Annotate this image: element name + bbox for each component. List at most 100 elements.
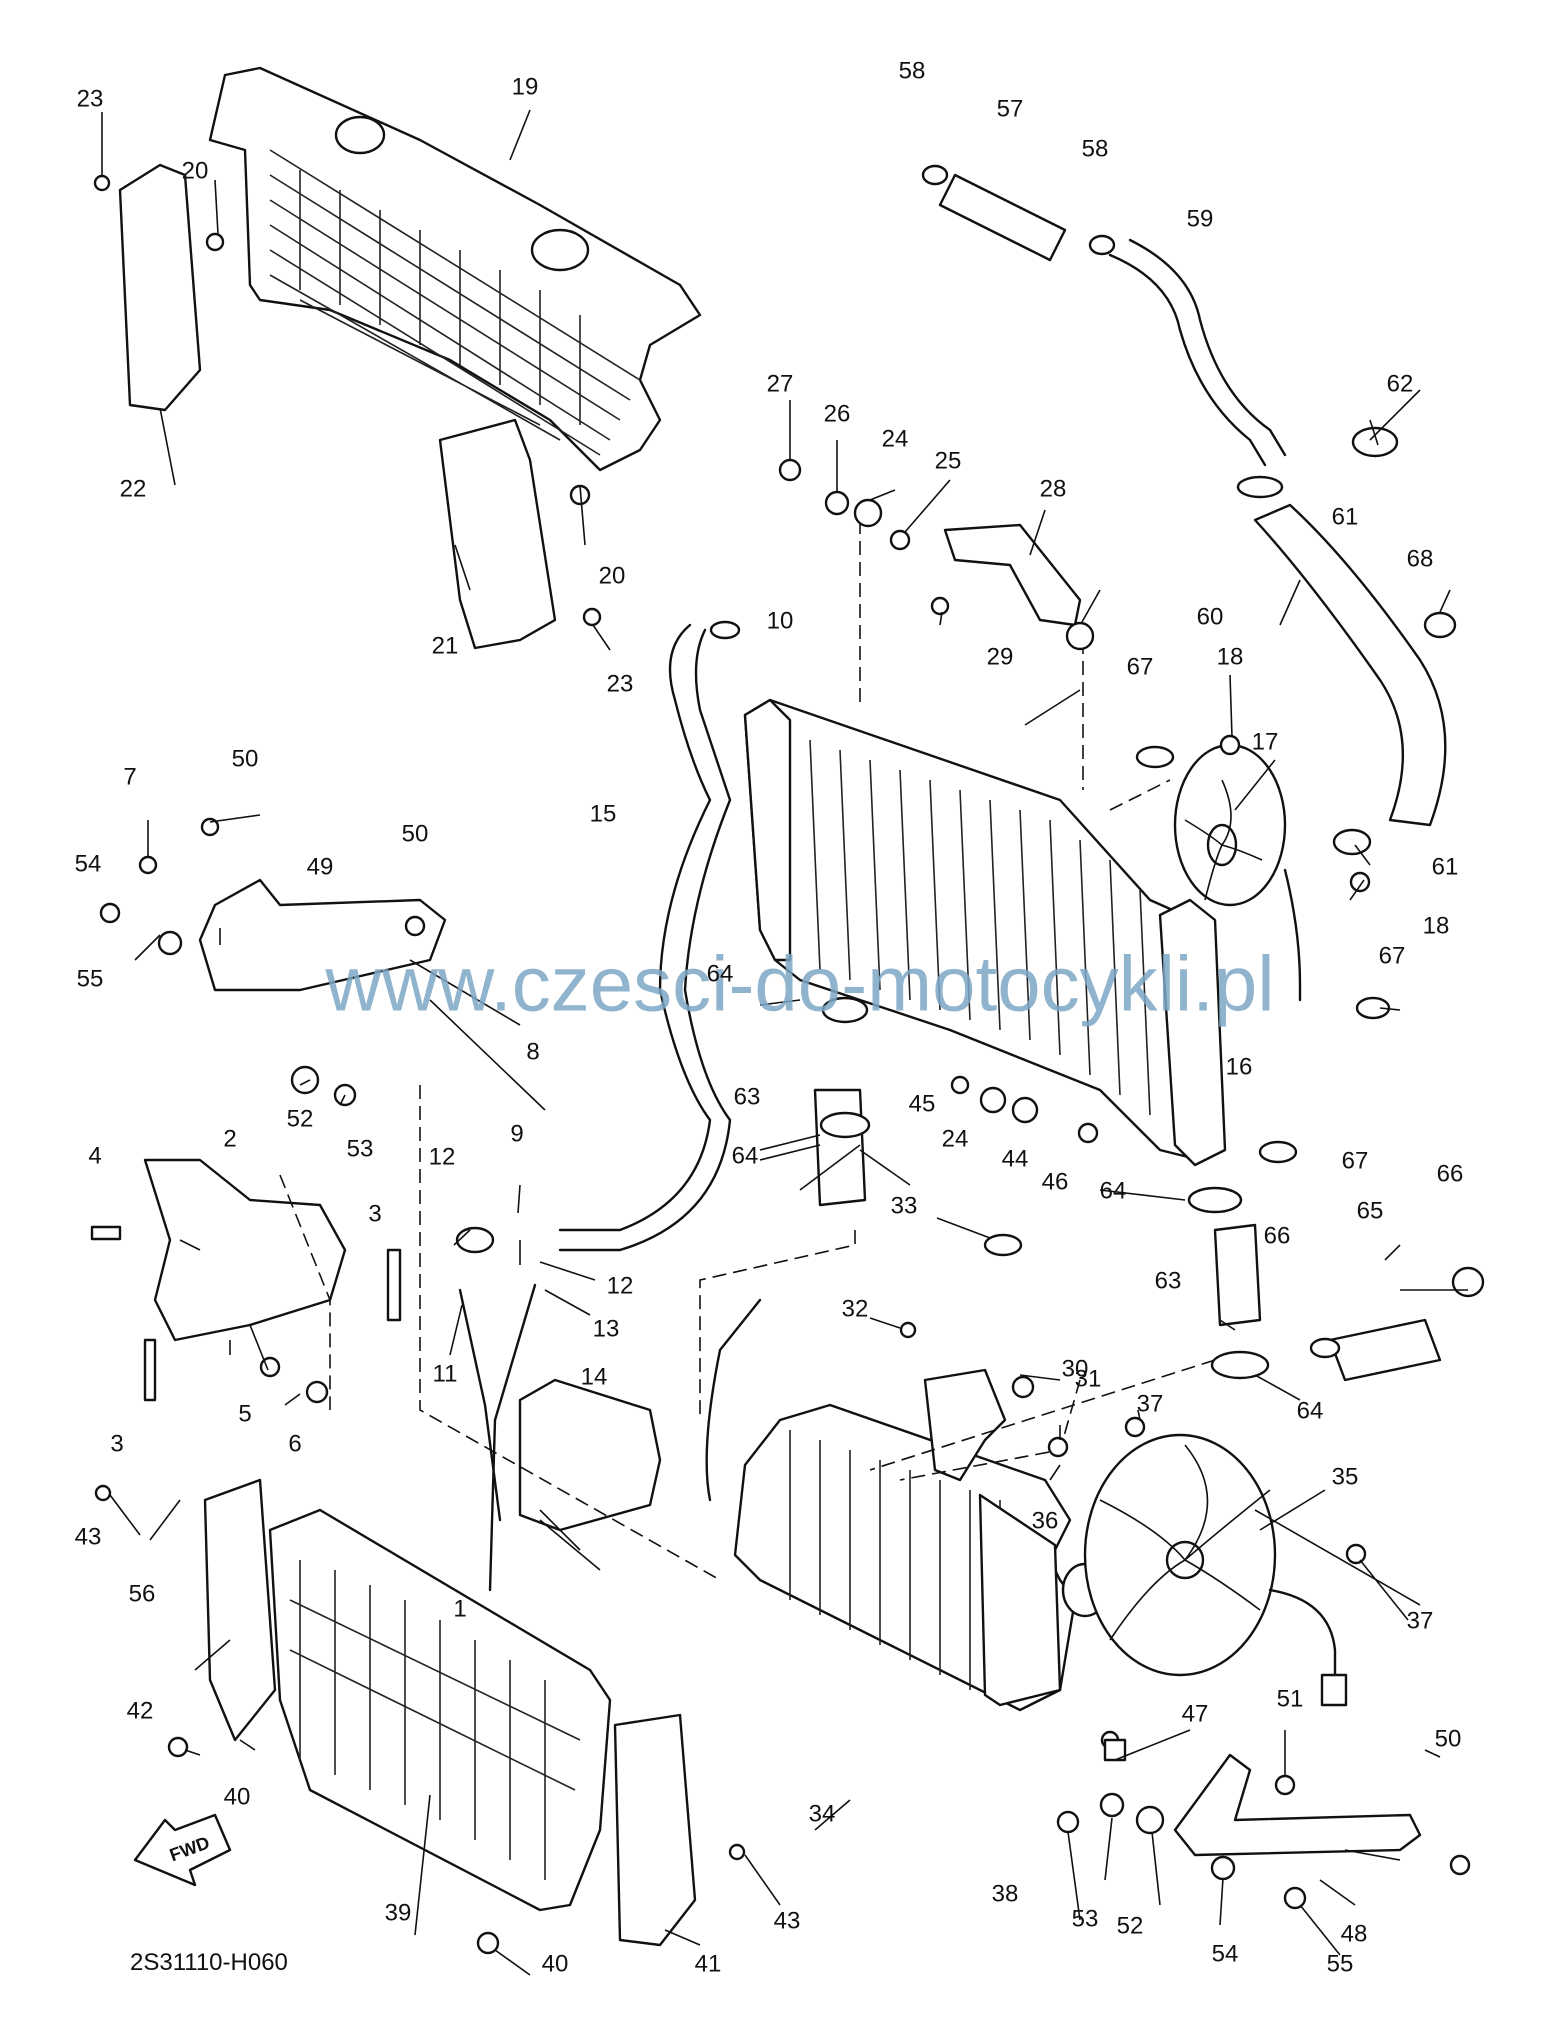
part-number-label: 47 — [1182, 1700, 1209, 1727]
part-number-label: 52 — [287, 1105, 314, 1132]
part-number-label: 10 — [767, 607, 794, 634]
part-number-label: 46 — [1042, 1168, 1069, 1195]
hardware — [90, 164, 1485, 1955]
upper-radiator — [743, 698, 1227, 1167]
part-number-label: 19 — [512, 73, 539, 100]
part-number-label: 67 — [1342, 1147, 1369, 1174]
part-number-label: 67 — [1127, 653, 1154, 680]
hose-14 — [488, 1283, 537, 1592]
part-number-label: 9 — [510, 1120, 523, 1147]
part-number-label: 66 — [1437, 1160, 1464, 1187]
hose-65 — [1328, 1318, 1442, 1382]
ref-line-e — [869, 1359, 1216, 1471]
upper-guard — [438, 418, 557, 650]
hose-8 — [705, 1298, 762, 1502]
part-number-label: 12 — [607, 1272, 634, 1299]
part-number-label: 66 — [1264, 1222, 1291, 1249]
part-number-label: 50 — [402, 820, 429, 847]
part-number-label: 61 — [1432, 853, 1459, 880]
reservoir-cover — [143, 1158, 347, 1342]
part-number-label: 50 — [1435, 1725, 1462, 1752]
part-number-label: 39 — [385, 1899, 412, 1926]
part-number-label: 67 — [1379, 942, 1406, 969]
part-number-label: 61 — [1332, 503, 1359, 530]
leader-lines — [101, 109, 1468, 1976]
part-number-label: 31 — [1075, 1365, 1102, 1392]
part-number-label: 53 — [1072, 1905, 1099, 1932]
part-number-label: 12 — [429, 1143, 456, 1170]
hose-15 — [558, 623, 712, 1232]
part-number-label: 55 — [1327, 1950, 1354, 1977]
part-number-label: 64 — [707, 960, 734, 987]
lower-radiator-cover — [268, 1508, 612, 1912]
part-number-label: 58 — [1082, 135, 1109, 162]
part-number-label: 51 — [1277, 1685, 1304, 1712]
part-number-label: 62 — [1387, 370, 1414, 397]
part-number-label: 3 — [368, 1200, 381, 1227]
part-number-label: 18 — [1217, 643, 1244, 670]
bracket-28 — [943, 523, 1082, 627]
part-number-label: 40 — [224, 1783, 251, 1810]
hose-63-lower — [1213, 1223, 1262, 1327]
part-number-label: 48 — [1341, 1920, 1368, 1947]
part-number-label: 29 — [987, 643, 1014, 670]
left-upper-side-plate — [118, 163, 202, 412]
part-number-label: 16 — [1226, 1053, 1253, 1080]
part-number-label: 23 — [607, 670, 634, 697]
part-number-label: 52 — [1117, 1912, 1144, 1939]
part-number-label: 15 — [590, 800, 617, 827]
bracket-30 — [923, 1368, 1007, 1482]
part-number-label: 50 — [232, 745, 259, 772]
part-number-label: 24 — [942, 1125, 969, 1152]
part-number-label: 23 — [77, 85, 104, 112]
lower-fan — [1083, 1433, 1348, 1707]
part-number-label: 24 — [882, 425, 909, 452]
part-number-label: 3 — [110, 1430, 123, 1457]
right-lower-side-plate — [613, 1713, 697, 1947]
part-number-label: 43 — [75, 1523, 102, 1550]
part-number-label: 5 — [238, 1400, 251, 1427]
part-number-label: 40 — [542, 1950, 569, 1977]
part-number-label: 42 — [127, 1697, 154, 1724]
part-number-label: 20 — [599, 562, 626, 589]
part-number-label: 26 — [824, 400, 851, 427]
lower-radiator — [733, 1403, 1109, 1712]
part-number-label: 64 — [1100, 1177, 1127, 1204]
part-number-label: 64 — [1297, 1397, 1324, 1424]
part-number-label: 36 — [1032, 1507, 1059, 1534]
part-number-label: 8 — [526, 1038, 539, 1065]
part-number-label: 64 — [732, 1142, 759, 1169]
part-number-label: 30 — [1062, 1355, 1089, 1382]
ref-line-h — [1109, 779, 1171, 811]
diagram-code: 2S31110-H060 — [130, 1949, 288, 1976]
part-number-label: 11 — [433, 1360, 458, 1387]
part-number-label: 32 — [842, 1295, 869, 1322]
part-number-label: 25 — [935, 447, 962, 474]
hose-11 — [458, 1288, 502, 1522]
hose-57 — [938, 173, 1067, 262]
upper-radiator-cover — [208, 66, 702, 472]
coolant-reservoir — [518, 1378, 662, 1532]
part-number-label: 57 — [997, 95, 1024, 122]
part-number-label: 2 — [223, 1125, 236, 1152]
part-number-label: 34 — [809, 1800, 836, 1827]
part-number-labels: 1 2 3 3 4 5 6 7 8 9 10 11 12 12 13 14 15… — [75, 57, 1464, 1977]
part-number-label: 35 — [1332, 1463, 1359, 1490]
part-number-label: 56 — [129, 1580, 156, 1607]
hose-15-b — [558, 628, 732, 1252]
part-number-label: 45 — [909, 1090, 936, 1117]
part-number-label: 53 — [347, 1135, 374, 1162]
part-number-label: 65 — [1357, 1197, 1384, 1224]
part-number-label: 21 — [432, 632, 459, 659]
part-number-label: 58 — [899, 57, 926, 84]
bracket-49 — [198, 878, 447, 992]
part-number-label: 44 — [1002, 1145, 1029, 1172]
part-number-label: 20 — [182, 157, 209, 184]
part-number-label: 54 — [75, 850, 102, 877]
part-number-label: 17 — [1252, 728, 1279, 755]
watermark-text: www.czesci-do-motocykli.pl — [324, 940, 1274, 1028]
part-number-label: 4 — [88, 1142, 101, 1169]
ref-line-g — [279, 1174, 331, 1410]
ref-line-d — [699, 1230, 856, 1420]
